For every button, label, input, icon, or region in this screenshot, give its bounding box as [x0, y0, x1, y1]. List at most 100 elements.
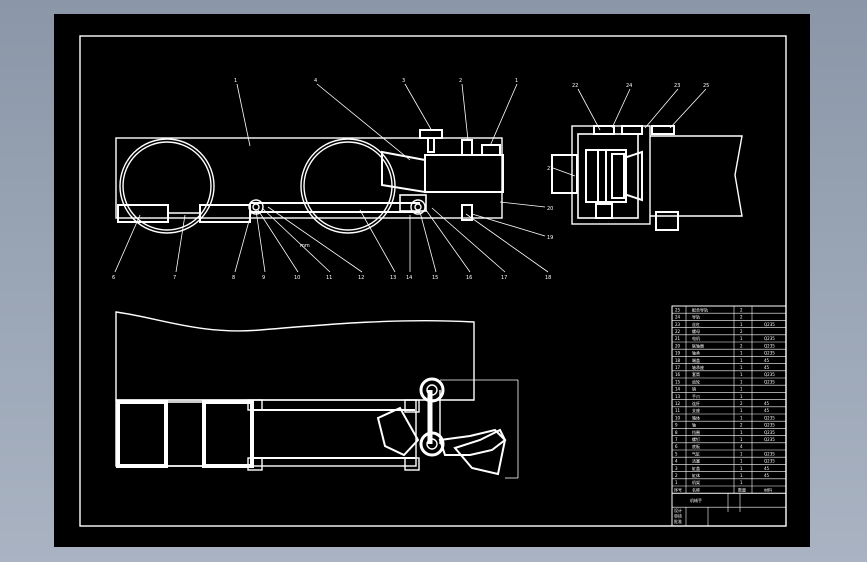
table-cell-material: 45	[764, 365, 770, 370]
plan-jaw-right	[438, 428, 507, 456]
table-cell-name: 活塞	[692, 458, 700, 464]
table-cell-material: Q235	[764, 451, 775, 456]
table-cell-qty: 1	[740, 473, 743, 478]
table-cell-no: 24	[675, 315, 681, 320]
table-cell-no: 23	[675, 322, 681, 327]
table-cell-material: Q235	[764, 372, 775, 377]
label-bottom-9: 9	[262, 275, 265, 281]
front-view-leaders	[114, 83, 549, 273]
table-cell-qty: 1	[740, 322, 743, 327]
table-cell-no: 2	[675, 473, 678, 478]
table-cell-material: 45	[764, 473, 770, 478]
table-cell-no: 3	[675, 466, 678, 471]
table-cell-name: 导轨	[692, 314, 700, 320]
table-cell-qty: 1	[740, 459, 743, 464]
table-cell-no: 8	[675, 430, 678, 435]
side-view-numbers: 22 24 23 25 21	[547, 83, 709, 172]
table-cell-no: 20	[675, 343, 681, 348]
sheet-background	[54, 14, 810, 547]
table-cell-qty: 2	[740, 329, 743, 334]
label-top-2: 2	[459, 78, 462, 84]
table-cell-name: 销	[692, 386, 696, 392]
table-cell-name: 齿轮	[692, 378, 700, 384]
table-cell-no: 11	[675, 408, 681, 413]
label-right-19: 19	[547, 235, 553, 241]
side-motor	[551, 154, 578, 194]
table-cell-name: 气缸	[692, 450, 700, 456]
label-bottom-10: 10	[294, 275, 300, 281]
table-cell-material: Q235	[764, 415, 775, 420]
front-wheel-left-inner	[122, 141, 212, 231]
table-cell-no: 9	[675, 423, 678, 428]
table-cell-qty: 2	[740, 423, 743, 428]
table-cell-qty: 1	[740, 466, 743, 471]
title-block-label: 批准	[674, 518, 682, 524]
front-wheel-left	[119, 138, 215, 234]
table-cell-name: 螺钉	[692, 436, 700, 442]
table-cell-no: 22	[675, 329, 681, 334]
front-pulley-right	[410, 199, 426, 215]
table-cell-qty: 2	[740, 307, 743, 312]
table-cell-qty: 2	[740, 343, 743, 348]
label-bottom-18: 18	[545, 275, 551, 281]
table-cell-name: 机架	[692, 479, 700, 485]
table-cell-no: 12	[675, 401, 681, 406]
label-bottom-16: 16	[466, 275, 472, 281]
table-cell-qty: 1	[740, 415, 743, 420]
label-bottom-14: 14	[406, 275, 412, 281]
table-cell-qty: 1	[740, 365, 743, 370]
table-cell-material: Q235	[764, 430, 775, 435]
table-cell-material: Q235	[764, 423, 775, 428]
table-cell-qty: 1	[740, 336, 743, 341]
table-cell-name: 螺母	[692, 328, 700, 334]
table-cell-name: 连杆	[692, 400, 700, 406]
table-cell-name: 底板	[692, 443, 700, 449]
table-header-material: 材料	[764, 486, 772, 492]
table-cell-qty: 2	[740, 401, 743, 406]
table-cell-no: 14	[675, 387, 681, 392]
table-cell-name: 轴	[692, 422, 696, 428]
label-top-1b: 1	[515, 78, 518, 84]
front-actuator-3	[481, 144, 501, 156]
table-cell-no: 16	[675, 372, 681, 377]
table-cell-no: 7	[675, 437, 678, 442]
table-header-qty: 数量	[738, 486, 746, 492]
label-right-20: 20	[547, 206, 553, 212]
label-top-1: 1	[234, 78, 237, 84]
table-cell-name: 配合导轨	[692, 306, 708, 312]
table-cell-name: 缸体	[692, 472, 700, 478]
table-cell-name: 轴承	[692, 350, 700, 356]
table-cell-no: 4	[675, 459, 678, 464]
table-cell-no: 13	[675, 394, 681, 399]
sheet-border-outer	[79, 35, 787, 527]
table-cell-no: 1	[675, 480, 678, 485]
front-wheel-right	[300, 138, 396, 234]
table-cell-qty: 1	[740, 480, 743, 485]
title-block-label: 审核	[674, 513, 682, 519]
plan-pin-top	[419, 377, 445, 403]
front-gripper-arm	[381, 150, 426, 194]
side-view-leaders	[552, 88, 707, 177]
label-top-3: 3	[402, 78, 405, 84]
table-cell-material: 45	[764, 408, 770, 413]
side-top-block-3	[651, 125, 675, 135]
table-cell-no: 25	[675, 307, 681, 312]
table-cell-no: 18	[675, 358, 681, 363]
table-cell-no: 19	[675, 351, 681, 356]
front-actuator-2	[461, 139, 473, 156]
label-bottom-6: 6	[112, 275, 115, 281]
front-small-box	[461, 204, 473, 221]
dimension-text: mm	[300, 243, 310, 249]
plan-view	[115, 311, 519, 479]
table-cell-name: 套筒	[692, 371, 700, 377]
table-cell-name: 缸盖	[692, 465, 700, 471]
table-cell-qty: 1	[740, 351, 743, 356]
label-bottom-7: 7	[173, 275, 176, 281]
plan-pin-bottom	[419, 431, 445, 457]
table-cell-no: 6	[675, 444, 678, 449]
table-cell-name: 箱体	[692, 414, 700, 420]
label-bottom-15: 15	[432, 275, 438, 281]
table-cell-material: Q235	[764, 379, 775, 384]
